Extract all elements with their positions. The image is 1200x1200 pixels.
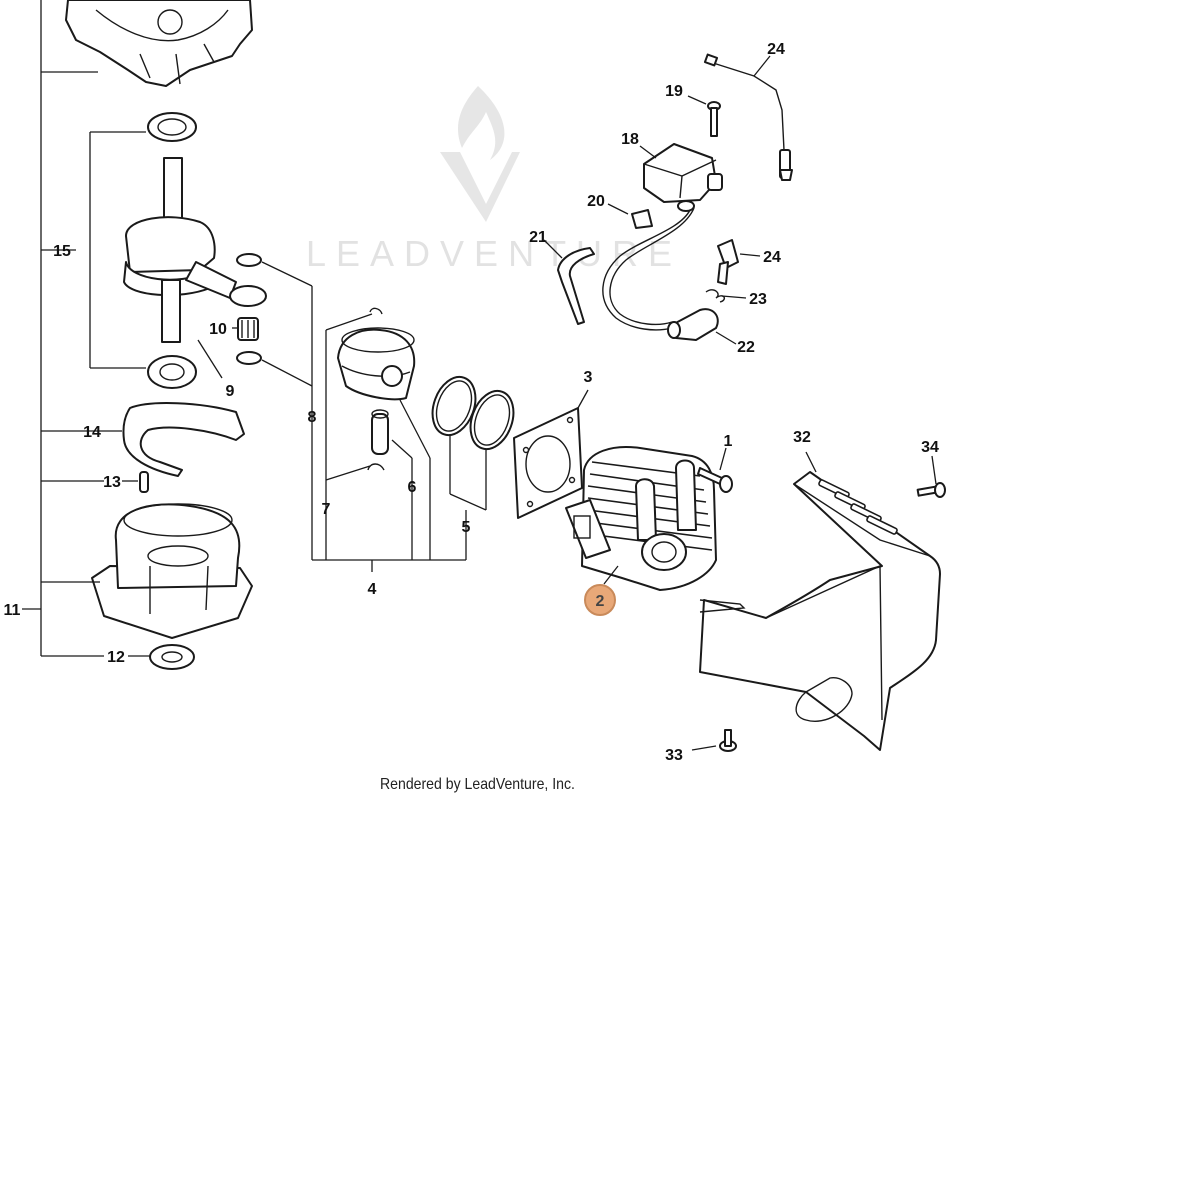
screw-34 [916,455,946,498]
callout-22[interactable]: 22 [737,339,755,356]
clip-20 [607,203,653,229]
callout-24[interactable]: 24 [763,249,781,266]
callout-6[interactable]: 6 [408,479,417,496]
callout-4[interactable]: 4 [368,581,377,598]
oil-seal [128,644,195,670]
watermark-logo-icon [440,86,520,222]
callout-34[interactable]: 34 [921,439,939,456]
callout-13[interactable]: 13 [103,474,121,491]
terminal-24 [717,239,761,285]
cylinder-shroud [699,451,941,751]
spring-23 [705,289,747,303]
svg-text:2: 2 [596,593,605,610]
coil-screw [687,95,721,137]
callout-10[interactable]: 10 [209,321,227,338]
callout-14[interactable]: 14 [83,424,101,441]
callout-labels: 11 15 14 13 12 10 9 8 7 6 5 4 3 1 32 34 … [4,41,939,764]
callout-21[interactable]: 21 [529,229,547,246]
callout-23[interactable]: 23 [749,291,767,308]
needle-bearing-and-washers [197,253,262,379]
callout-25[interactable]: 24 [767,41,785,58]
callout-33[interactable]: 33 [665,747,683,764]
ignition-wire [703,53,793,181]
crankshaft-assembly [123,112,267,389]
callout-20[interactable]: 20 [587,193,605,210]
screw-33 [691,729,737,752]
piston-rings [431,375,515,451]
piston-group-brackets [261,261,487,572]
watermark-text: LEADVENTURE [306,233,682,274]
hv-lead-wire [602,207,695,331]
callout-5[interactable]: 5 [462,519,471,536]
footer-credit: Rendered by LeadVenture, Inc. [380,776,575,793]
fuel-hose-21 [543,239,595,325]
callout-12[interactable]: 12 [107,649,125,666]
callout-11[interactable]: 11 [4,602,21,619]
crankcase-half-upper [65,0,253,87]
callout-8[interactable]: 8 [308,409,317,426]
callout-19[interactable]: 19 [665,83,683,100]
callout-32[interactable]: 32 [793,429,811,446]
callout-1[interactable]: 1 [724,433,733,450]
cylinder-bolt [697,447,733,493]
callout-3[interactable]: 3 [584,369,593,386]
piston [337,327,416,401]
cylinder [565,446,717,591]
cylinder-gasket [513,389,589,519]
callout-9[interactable]: 9 [226,383,235,400]
callout-18[interactable]: 18 [621,131,639,148]
dowel-pin [122,471,149,493]
crankcase-half-lower [90,503,253,639]
piston-pin-and-clips [367,307,389,471]
left-bracket-lines [22,0,146,657]
callout-2-highlight[interactable]: 2 [584,584,616,616]
callout-15[interactable]: 15 [53,243,71,260]
spark-plug-cap [667,308,737,345]
ignition-coil [639,143,723,212]
crankcase-gasket [104,402,245,477]
callout-7[interactable]: 7 [322,501,331,518]
